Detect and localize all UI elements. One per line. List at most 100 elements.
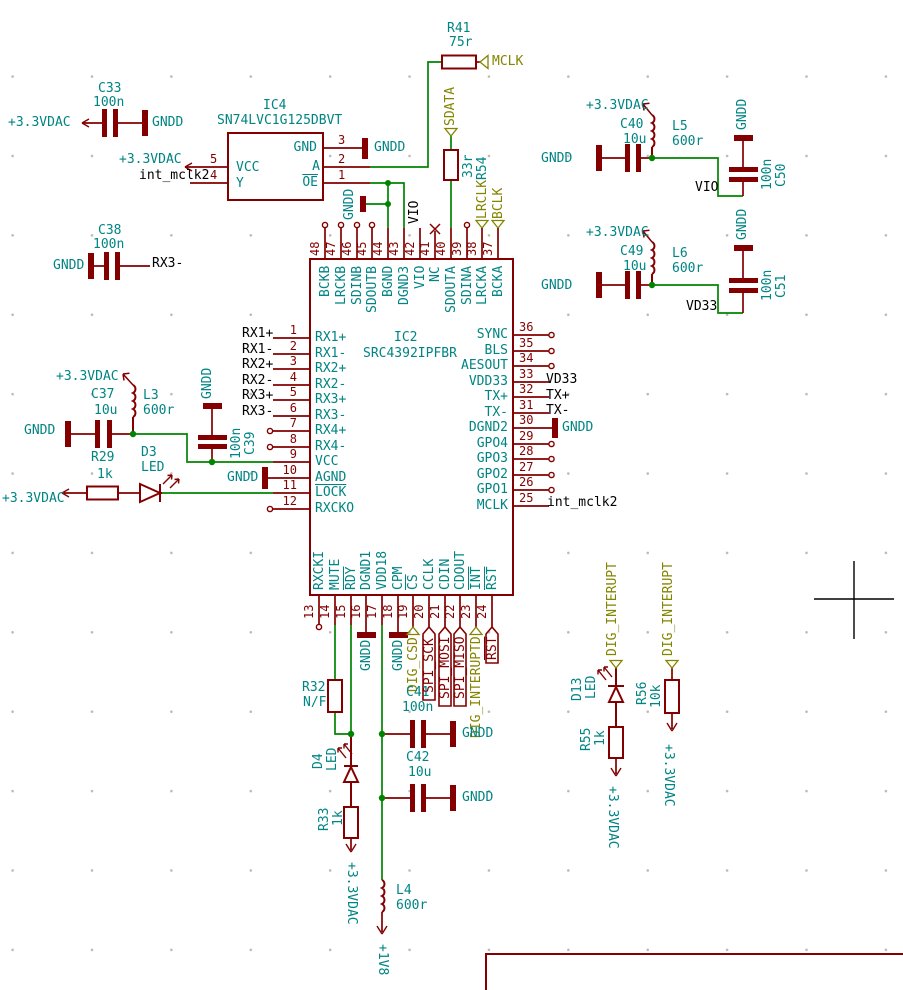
- global-label-SPI_MOSI[interactable]: SPI_MOSI: [438, 636, 453, 699]
- pin-number[interactable]: 40: [434, 241, 448, 256]
- pin-number[interactable]: 10: [282, 463, 297, 477]
- value-R32[interactable]: N/F: [303, 695, 327, 710]
- power-label[interactable]: +3.3VDAC: [344, 862, 359, 925]
- ref-R54[interactable]: R54: [475, 156, 490, 180]
- pin-name[interactable]: AGND: [315, 470, 347, 485]
- ref-R29[interactable]: R29: [91, 450, 115, 465]
- global-label-DIG_INTERUPT[interactable]: DIG_INTERUPT: [661, 562, 676, 656]
- pin-name[interactable]: BGND: [381, 265, 396, 297]
- gndd-symbol-agnd[interactable]: [262, 467, 268, 489]
- pin-number[interactable]: 41: [418, 241, 432, 256]
- gndd-label[interactable]: GNDD: [735, 98, 750, 130]
- pin-name[interactable]: OE: [302, 175, 318, 190]
- power-label[interactable]: +3.3VDAC: [2, 491, 65, 506]
- pin-name[interactable]: GPO2: [476, 467, 508, 482]
- gndd-label[interactable]: GNDD: [374, 140, 406, 155]
- global-label-glyphs-top[interactable]: [443, 127, 506, 230]
- resistor-R41[interactable]: [441, 54, 480, 70]
- net-label-VD33[interactable]: VD33: [686, 299, 718, 314]
- net-label-int_mclk2[interactable]: int_mclk2: [139, 168, 210, 183]
- capacitor-C42[interactable]: [382, 784, 456, 812]
- capacitor-C33[interactable]: [81, 109, 148, 137]
- pin-number[interactable]: 11: [282, 478, 297, 492]
- pin-name[interactable]: VCC: [236, 160, 260, 175]
- global-label-SPI_MISO[interactable]: SPI_MISO: [453, 636, 468, 699]
- ref-C41[interactable]: C41: [406, 685, 430, 700]
- resistor-R55[interactable]: [608, 726, 624, 777]
- pin-name[interactable]: RX1+: [315, 330, 347, 345]
- pin-name[interactable]: A: [312, 159, 320, 174]
- pin-name[interactable]: TX+: [484, 389, 508, 404]
- value-R54[interactable]: 33r: [461, 154, 476, 178]
- net-label-RX3-[interactable]: RX3-: [152, 256, 184, 271]
- power-label[interactable]: +3.3VDAC: [586, 225, 649, 240]
- value-L4[interactable]: 600r: [396, 898, 428, 913]
- value-D3[interactable]: LED: [141, 460, 165, 475]
- value-C40[interactable]: 10u: [623, 132, 647, 147]
- pin-number[interactable]: 32: [519, 382, 534, 396]
- capacitor-C38[interactable]: [88, 252, 150, 280]
- gndd-label[interactable]: GNDD: [735, 208, 750, 240]
- global-label-DIG_INTERUPTD[interactable]: DIG_INTERUPTD: [469, 636, 484, 738]
- net-label-TX-[interactable]: TX-: [546, 403, 570, 418]
- ref-C38[interactable]: C38: [98, 223, 122, 238]
- gndd-label[interactable]: GNDD: [342, 188, 357, 220]
- resistor-R29[interactable]: [61, 485, 140, 501]
- value-L3[interactable]: 600r: [143, 403, 175, 418]
- pin-number[interactable]: 1: [289, 323, 297, 337]
- ref-C50[interactable]: C50: [774, 163, 789, 187]
- ref-D3[interactable]: D3: [141, 445, 157, 460]
- pin-number[interactable]: 24: [475, 604, 489, 619]
- global-label-glyphs-bottom[interactable]: [405, 625, 499, 707]
- pin-number[interactable]: 16: [349, 604, 363, 619]
- net-label-VD33[interactable]: VD33: [546, 372, 578, 387]
- pin-name[interactable]: SYNC: [476, 327, 508, 342]
- gndd-label[interactable]: GNDD: [200, 367, 215, 399]
- pin-number[interactable]: 13: [302, 604, 316, 619]
- ref-C33[interactable]: C33: [98, 81, 122, 96]
- ref-C37[interactable]: C37: [91, 387, 115, 402]
- pin-name[interactable]: RXCKI: [312, 550, 327, 590]
- pin-name[interactable]: RST: [485, 566, 500, 590]
- pin-number[interactable]: 48: [308, 241, 322, 256]
- pin-number[interactable]: 42: [403, 241, 417, 256]
- ref-D13[interactable]: D13: [570, 677, 585, 701]
- ref-R33[interactable]: R33: [317, 807, 332, 831]
- pin-name[interactable]: GPO1: [476, 482, 508, 497]
- pin-name[interactable]: CPM: [391, 566, 406, 590]
- pin-name[interactable]: RX4+: [315, 423, 347, 438]
- gndd-label[interactable]: GNDD: [562, 420, 594, 435]
- pin-number[interactable]: 17: [365, 604, 379, 619]
- pin-number[interactable]: 2: [289, 339, 297, 353]
- led-D13[interactable]: [597, 666, 625, 727]
- ref-R55[interactable]: R55: [579, 727, 594, 751]
- power-label[interactable]: +1V8: [375, 944, 390, 976]
- pin-number[interactable]: 4: [210, 168, 218, 182]
- ref-C42[interactable]: C42: [406, 750, 430, 765]
- pin-name[interactable]: RXCKO: [315, 501, 355, 516]
- power-label[interactable]: +3.3VDAC: [119, 152, 182, 167]
- part-IC2[interactable]: SRC4392IPFBR: [363, 346, 457, 361]
- ref-C49[interactable]: C49: [620, 244, 644, 259]
- pin-name[interactable]: CDOUT: [453, 550, 468, 590]
- pin-number[interactable]: 44: [371, 241, 385, 256]
- gndd-label[interactable]: GNDD: [53, 258, 85, 273]
- pin-number[interactable]: 5: [210, 152, 218, 166]
- ref-L6[interactable]: L6: [672, 246, 688, 261]
- gndd-label[interactable]: GNDD: [359, 639, 374, 671]
- pin-name[interactable]: CS: [406, 574, 421, 590]
- gndd-label[interactable]: GNDD: [391, 639, 406, 671]
- pin-name[interactable]: RX1-: [315, 346, 347, 361]
- pin-name[interactable]: RX2+: [315, 361, 347, 376]
- value-C38[interactable]: 100n: [93, 237, 125, 252]
- value-R56[interactable]: 10k: [649, 684, 664, 708]
- global-label-LRCLK[interactable]: LRCLK: [475, 179, 490, 219]
- pin-number[interactable]: 29: [519, 429, 534, 443]
- pin-name[interactable]: LOCK: [315, 485, 347, 500]
- pin-number[interactable]: 43: [387, 241, 401, 256]
- value-R33[interactable]: 1k: [331, 810, 346, 826]
- gndd-label[interactable]: GNDD: [227, 470, 259, 485]
- ref-L3[interactable]: L3: [143, 388, 159, 403]
- pin-name[interactable]: VDD18: [375, 550, 390, 590]
- global-label-RST[interactable]: RST: [485, 636, 500, 660]
